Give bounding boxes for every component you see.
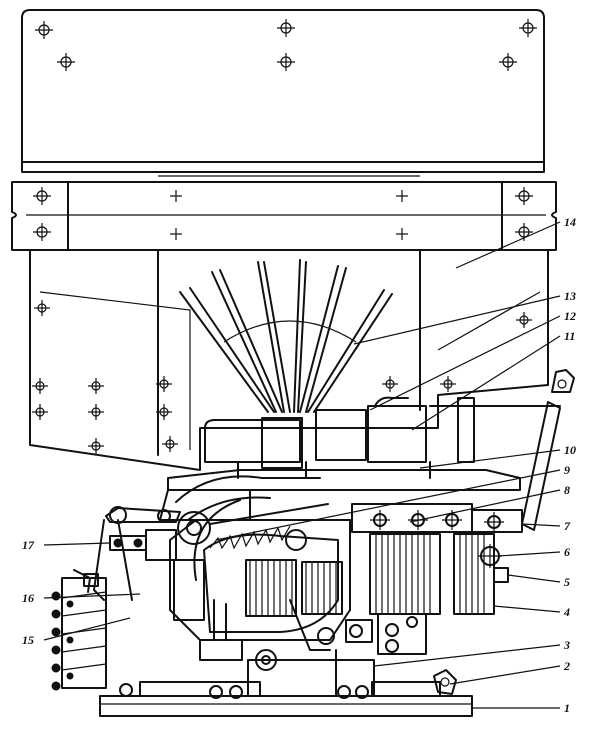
callout-5: 5 <box>564 575 570 589</box>
base-plate <box>99 669 473 717</box>
callout-12: 12 <box>564 309 576 323</box>
contact-spring-stack <box>51 569 107 691</box>
callout-13: 13 <box>564 289 576 303</box>
rivet-symbols <box>32 19 537 454</box>
holding-coil-stack <box>369 533 509 615</box>
callout-1: 1 <box>564 701 570 715</box>
armature-links <box>199 599 335 671</box>
mechanism-housing <box>169 503 351 641</box>
callout-7: 7 <box>564 519 571 533</box>
arc-grid-fins <box>179 259 393 413</box>
arc-chute-upper-box <box>21 9 545 173</box>
callout-16: 16 <box>22 591 34 605</box>
callout-2: 2 <box>563 659 570 673</box>
main-frame <box>159 461 521 521</box>
callout-labels: 1 2 3 4 5 6 7 8 9 10 11 12 13 14 15 16 1… <box>22 215 576 715</box>
callout-8: 8 <box>564 483 570 497</box>
blowout-coil-block <box>204 396 561 469</box>
callout-14: 14 <box>564 215 576 229</box>
leader-lines <box>43 221 561 709</box>
callout-11: 11 <box>564 329 575 343</box>
callout-9: 9 <box>564 463 570 477</box>
tension-spring <box>209 525 291 550</box>
callout-3: 3 <box>563 638 570 652</box>
arc-horn <box>175 475 321 581</box>
callout-15: 15 <box>22 633 34 647</box>
mounting-band <box>11 175 557 251</box>
arc-chute-lower-body <box>29 249 549 471</box>
callout-17: 17 <box>22 538 35 552</box>
upper-brackets <box>351 503 523 533</box>
callout-6: 6 <box>564 545 570 559</box>
right-side-plate <box>345 613 427 655</box>
callout-10: 10 <box>564 443 576 457</box>
central-coil-stack <box>245 559 343 617</box>
support-rod <box>521 401 561 531</box>
callout-4: 4 <box>563 605 570 619</box>
wing-nut <box>551 369 575 393</box>
